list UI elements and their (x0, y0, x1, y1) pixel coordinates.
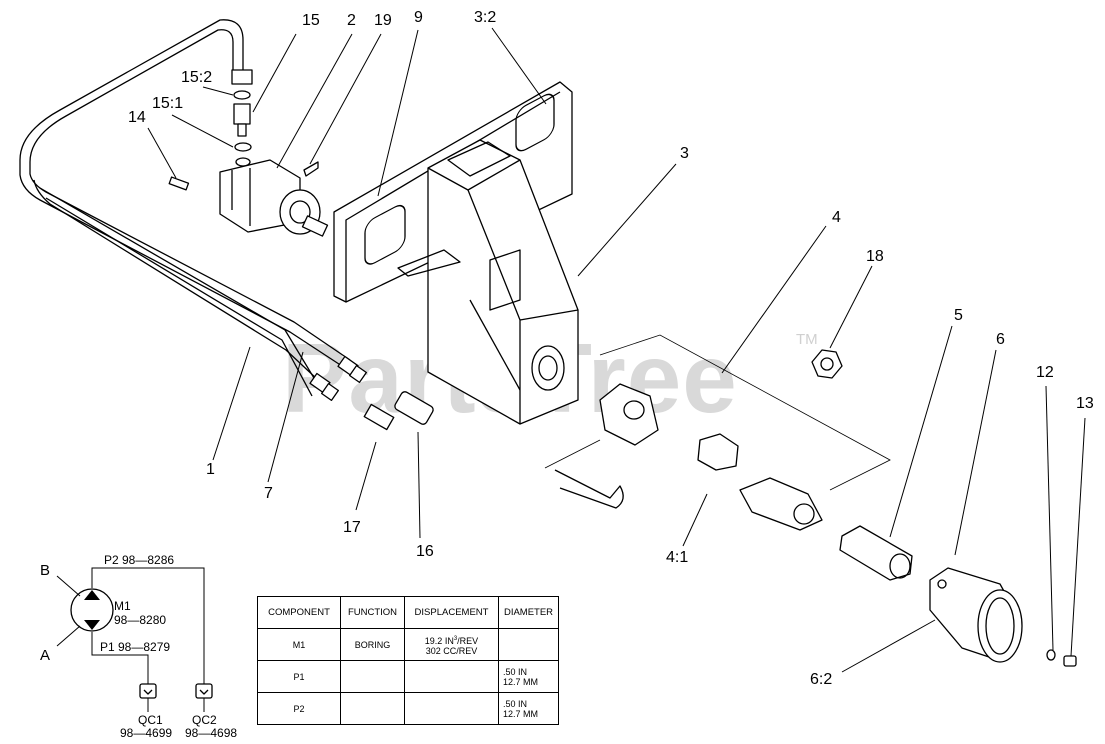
disp-pre: 19.2 IN (424, 635, 454, 646)
cell-diameter: .50 IN 12.7 MM (498, 660, 559, 693)
bit-housing (929, 567, 1023, 663)
cell-function: BORING (340, 628, 405, 661)
disp-post: /REV (457, 635, 479, 646)
washer-part-12 (1046, 649, 1056, 661)
dia-line2: 12.7 MM (503, 676, 539, 687)
cell-component: P2 (257, 692, 341, 725)
callout-15: 15 (302, 12, 320, 29)
callout-15-2: 15:2 (181, 69, 212, 86)
component-spec-table: COMPONENT FUNCTION DISPLACEMENT DIAMETER… (257, 596, 559, 725)
hydraulic-hoses (19, 19, 368, 402)
leader-lines (147, 27, 1086, 673)
hydraulic-schematic: B A P2 98—8286 M1 98—8280 P1 98—8279 QC1… (40, 553, 237, 740)
cell-function (340, 660, 405, 693)
fitting-part-17 (363, 403, 395, 431)
qc1-label: QC1 (138, 713, 163, 727)
col-function-header: FUNCTION (340, 596, 405, 629)
dia-line1: .50 IN (503, 698, 528, 709)
callout-17: 17 (343, 519, 361, 536)
callout-18: 18 (866, 248, 884, 265)
callout-1: 1 (206, 461, 215, 478)
cell-displacement: 19.2 IN3/REV 302 CC/REV (404, 628, 499, 661)
port-b-label: B (40, 562, 50, 579)
p1-label: P1 98—8279 (100, 640, 170, 654)
frame-bracket (397, 139, 579, 425)
hydraulic-motor (219, 159, 329, 237)
col-displacement-header: DISPLACEMENT (404, 596, 499, 629)
callout-13: 13 (1076, 395, 1094, 412)
table-row: M1 BORING 19.2 IN3/REV 302 CC/REV (257, 628, 559, 661)
callout-4-1: 4:1 (666, 549, 688, 566)
cell-function (340, 692, 405, 725)
callout-16: 16 (416, 543, 434, 560)
dia-line2: 12.7 MM (503, 708, 539, 719)
callout-14: 14 (128, 109, 146, 126)
p2-label: P2 98—8286 (104, 553, 174, 567)
table-row: P2 .50 IN 12.7 MM (257, 692, 559, 725)
disp-line2: 302 CC/REV (425, 645, 478, 656)
callout-9: 9 (414, 9, 423, 26)
col-diameter-header: DIAMETER (498, 596, 559, 629)
callout-5: 5 (954, 307, 963, 324)
bolt-part-13 (1063, 655, 1077, 667)
mounting-plate (333, 81, 573, 303)
cell-displacement (404, 660, 499, 693)
callout-3: 3 (680, 145, 689, 162)
table-header-row: COMPONENT FUNCTION DISPLACEMENT DIAMETER (257, 596, 559, 629)
callout-12: 12 (1036, 364, 1054, 381)
callout-3-2: 3:2 (474, 9, 496, 26)
m1-part-label: 98—8280 (114, 613, 166, 627)
coupler-part-16 (394, 391, 434, 425)
m1-label: M1 (114, 599, 131, 613)
qc1-part-label: 98—4699 (120, 726, 172, 740)
cell-displacement (404, 692, 499, 725)
table-row: P1 .50 IN 12.7 MM (257, 660, 559, 693)
qc2-label: QC2 (192, 713, 217, 727)
dia-line1: .50 IN (503, 666, 528, 677)
port-a-label: A (40, 647, 50, 664)
callout-6: 6 (996, 331, 1005, 348)
col-component-header: COMPONENT (257, 596, 341, 629)
cell-diameter (498, 628, 559, 661)
motor-fittings (231, 69, 253, 167)
cell-component: M1 (257, 628, 341, 661)
key-part-19 (303, 161, 319, 177)
drive-shaft (839, 525, 913, 581)
callout-7: 7 (264, 485, 273, 502)
cell-component: P1 (257, 660, 341, 693)
callout-labels: 15 2 19 9 3:2 15:2 15:1 14 3 4 18 5 6 12… (128, 9, 1094, 688)
qc2-part-label: 98—4698 (185, 726, 237, 740)
callout-4: 4 (832, 209, 841, 226)
watermark-tm: TM (796, 331, 818, 348)
cell-diameter: .50 IN 12.7 MM (498, 692, 559, 725)
callout-19: 19 (374, 12, 392, 29)
coupler-assembly (544, 334, 891, 531)
disp-sup: 3 (453, 635, 458, 642)
callout-2: 2 (347, 12, 356, 29)
callout-6-2: 6:2 (810, 671, 832, 688)
callout-15-1: 15:1 (152, 95, 183, 112)
bolt-part-14 (168, 176, 190, 191)
